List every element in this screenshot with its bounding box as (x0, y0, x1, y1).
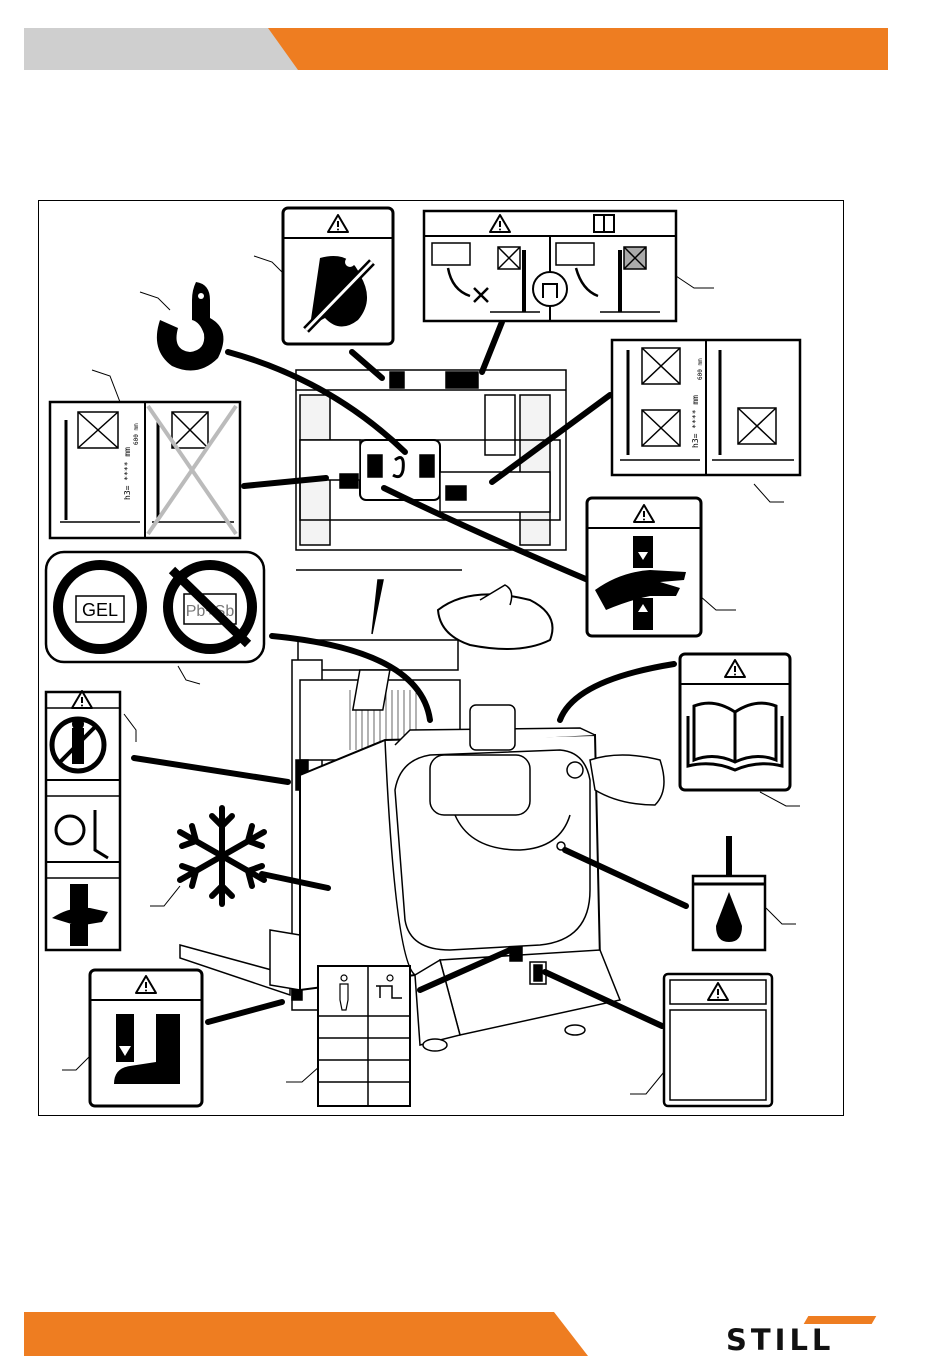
figure-frame (38, 200, 844, 1116)
footer-orange-bar (24, 1312, 588, 1356)
brand-name: STILL (726, 1326, 834, 1355)
brand-logo: STILL (726, 1316, 890, 1360)
